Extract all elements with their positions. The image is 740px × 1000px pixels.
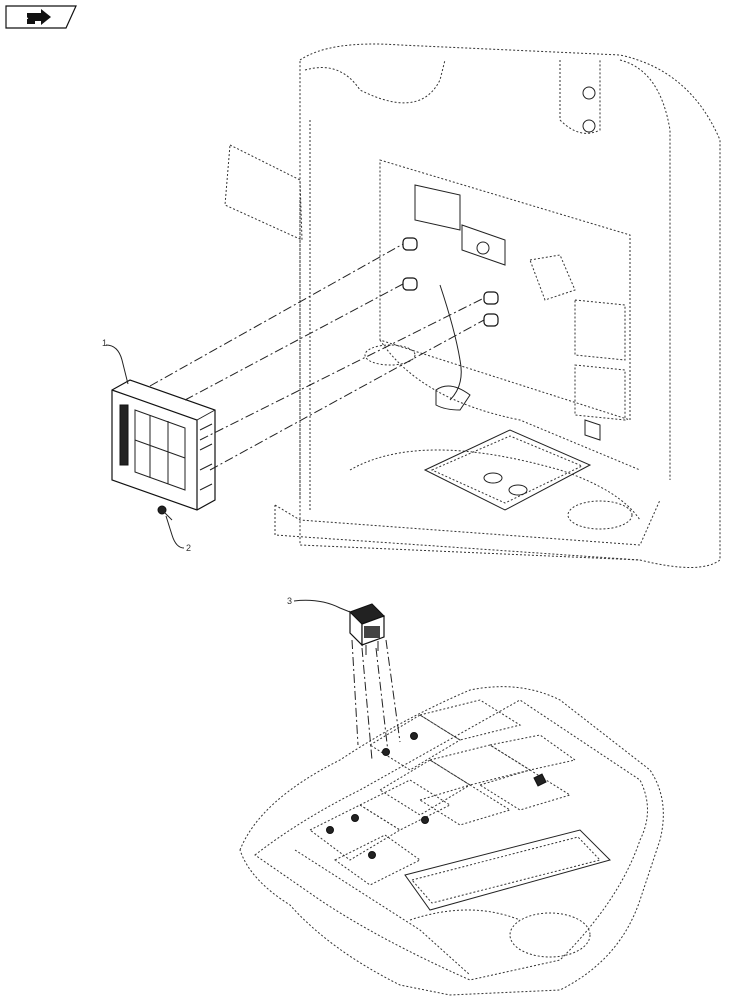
rocker-switch	[349, 603, 385, 655]
switch-bank	[309, 699, 577, 886]
next-page-button[interactable]	[5, 5, 77, 29]
callout-2: 2	[165, 515, 191, 553]
screw	[157, 505, 173, 521]
svg-text:1: 1	[102, 338, 107, 348]
svg-text:2: 2	[186, 543, 191, 553]
callout-3: 3	[287, 596, 351, 613]
switch-console	[239, 686, 664, 996]
control-module	[111, 379, 216, 511]
svg-text:3: 3	[287, 596, 292, 606]
callout-1: 1	[102, 338, 129, 385]
alignment-lines-upper	[149, 243, 485, 471]
mounting-studs	[402, 237, 499, 327]
next-page-arrow-icon	[27, 9, 51, 25]
alignment-lines-lower	[351, 639, 401, 761]
cab-panel	[224, 43, 721, 568]
